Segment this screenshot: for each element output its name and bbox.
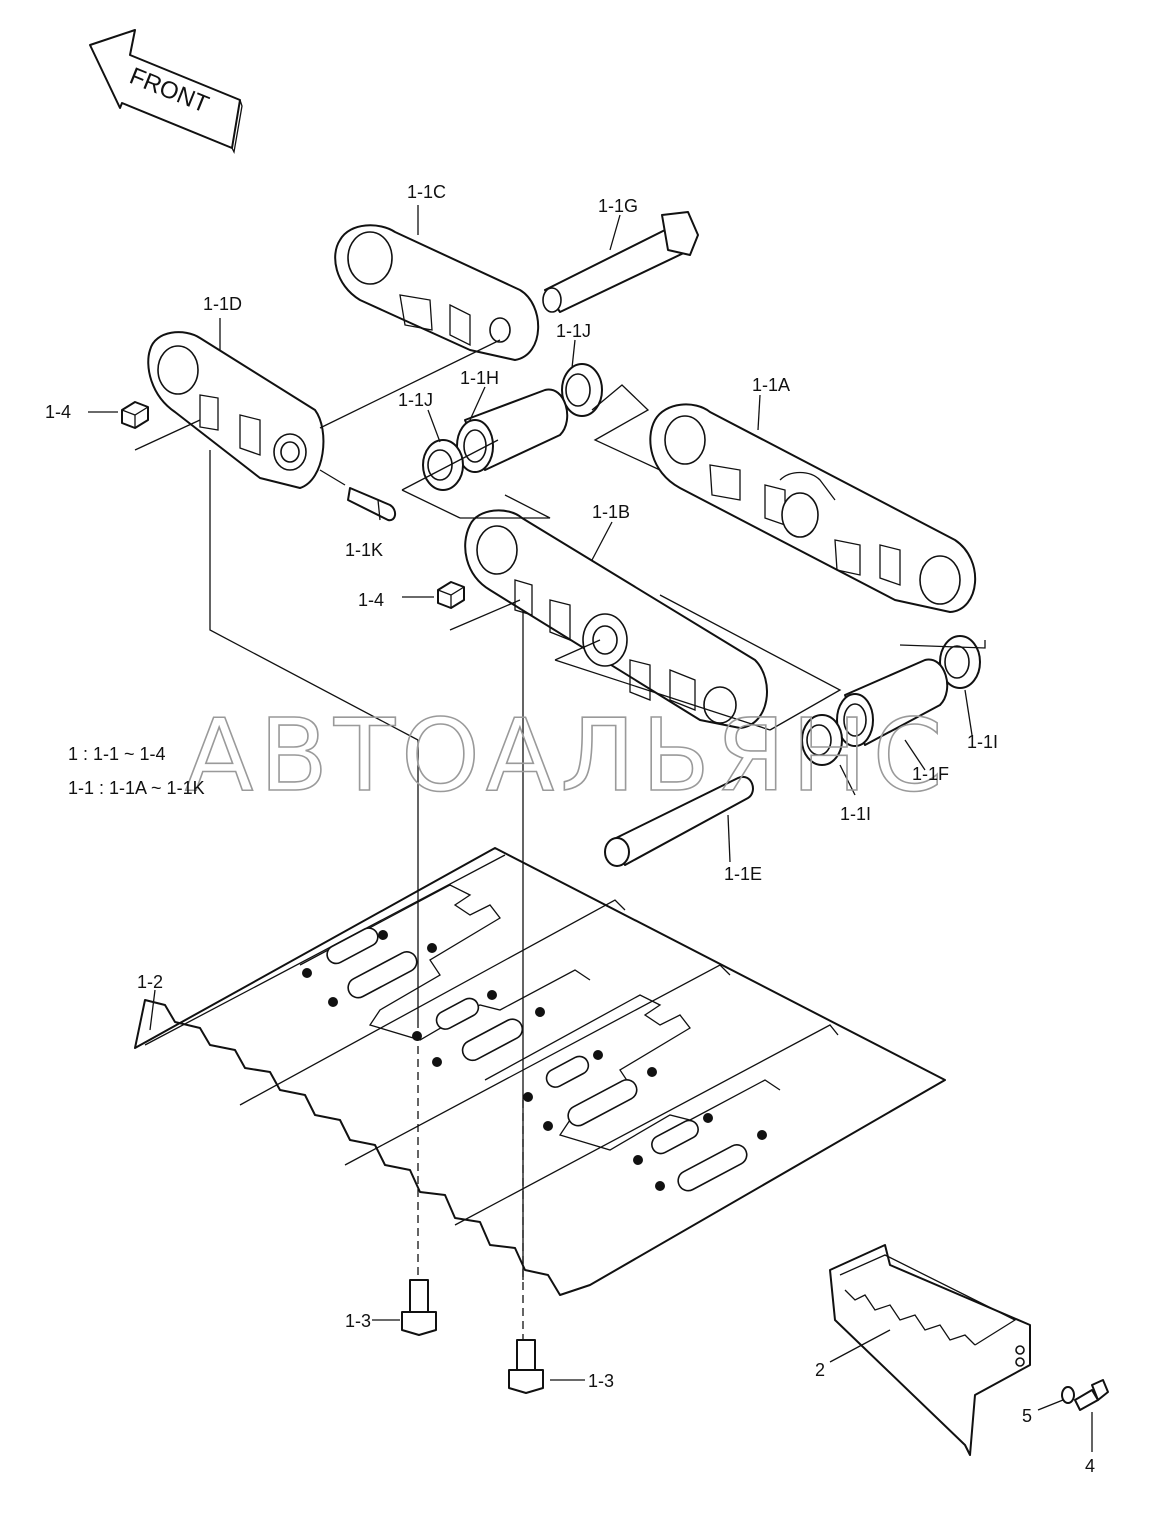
label-1-1I-b: 1-1I: [840, 804, 871, 824]
label-1-4-b: 1-4: [358, 590, 384, 610]
label-5: 5: [1022, 1406, 1032, 1426]
cotter-pin-1-1K: [347, 487, 396, 522]
seal-1-1J-a: [561, 363, 603, 417]
pin-1-1G: [542, 211, 699, 313]
label-1-1I-a: 1-1I: [967, 732, 998, 752]
pin-1-1E: [604, 775, 754, 867]
label-1-3-b: 1-3: [588, 1371, 614, 1391]
note-line-1: 1 : 1-1 ~ 1-4: [68, 744, 166, 764]
bolt-1-3-right: [508, 1339, 544, 1394]
link-1-1D: [147, 331, 325, 489]
bolt-1-3-left: [401, 1279, 437, 1336]
link-1-1B: [464, 509, 768, 729]
seal-1-1I-b: [801, 714, 843, 766]
label-2: 2: [815, 1360, 825, 1380]
note-line-2: 1-1 : 1-1A ~ 1-1K: [68, 778, 205, 798]
label-1-1D: 1-1D: [203, 294, 242, 314]
label-1-1G: 1-1G: [598, 196, 638, 216]
front-arrow: FRONT: [89, 29, 243, 155]
label-1-2: 1-2: [137, 972, 163, 992]
label-1-1H: 1-1H: [460, 368, 499, 388]
label-1-1A: 1-1A: [752, 375, 790, 395]
link-1-1C: [334, 224, 540, 361]
bushing-1-1F: [836, 658, 949, 747]
nut-1-4-lower: [437, 581, 465, 609]
track-shoe-1-2: [134, 847, 946, 1296]
leader-lines: [88, 205, 1093, 1452]
label-1-1K: 1-1K: [345, 540, 383, 560]
label-1-3-a: 1-3: [345, 1311, 371, 1331]
bushing-1-1H: [456, 388, 569, 473]
label-1-4-a: 1-4: [45, 402, 71, 422]
seal-1-1J-b: [422, 439, 464, 491]
bolt-4: [1074, 1379, 1109, 1411]
label-1-1J-a: 1-1J: [556, 321, 591, 341]
label-1-1J-b: 1-1J: [398, 390, 433, 410]
link-1-1A: [649, 403, 977, 613]
watermark: АВТОАЛЬЯНС: [185, 697, 949, 814]
label-1-1F: 1-1F: [912, 764, 949, 784]
nut-1-4-upper: [121, 401, 149, 429]
label-1-1C: 1-1C: [407, 182, 446, 202]
seal-1-1I-a: [939, 635, 981, 689]
label-1-1E: 1-1E: [724, 864, 762, 884]
label-1-1B: 1-1B: [592, 502, 630, 522]
washer-5: [1061, 1386, 1075, 1404]
label-4: 4: [1085, 1456, 1095, 1476]
step-2: [829, 1244, 1031, 1456]
